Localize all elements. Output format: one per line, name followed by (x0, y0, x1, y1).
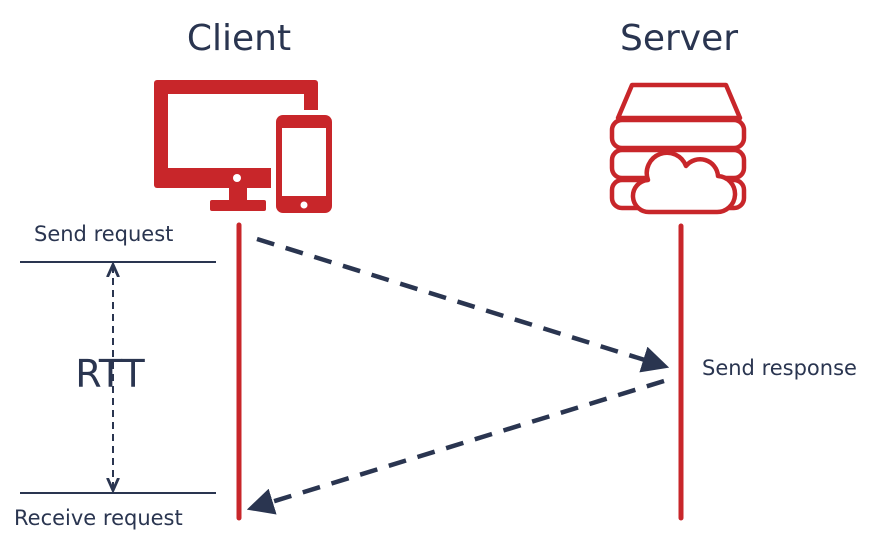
cloud-server-icon (609, 82, 747, 215)
smartphone-icon (271, 110, 337, 218)
send-response-label: Send response (702, 356, 857, 380)
rtt-label: RTT (75, 352, 145, 396)
request-arrow (256, 236, 670, 373)
receive-request-label: Receive request (14, 506, 183, 530)
send-request-label: Send request (34, 222, 173, 246)
client-title: Client (187, 18, 291, 59)
server-title: Server (620, 18, 738, 59)
response-arrow (246, 378, 665, 515)
